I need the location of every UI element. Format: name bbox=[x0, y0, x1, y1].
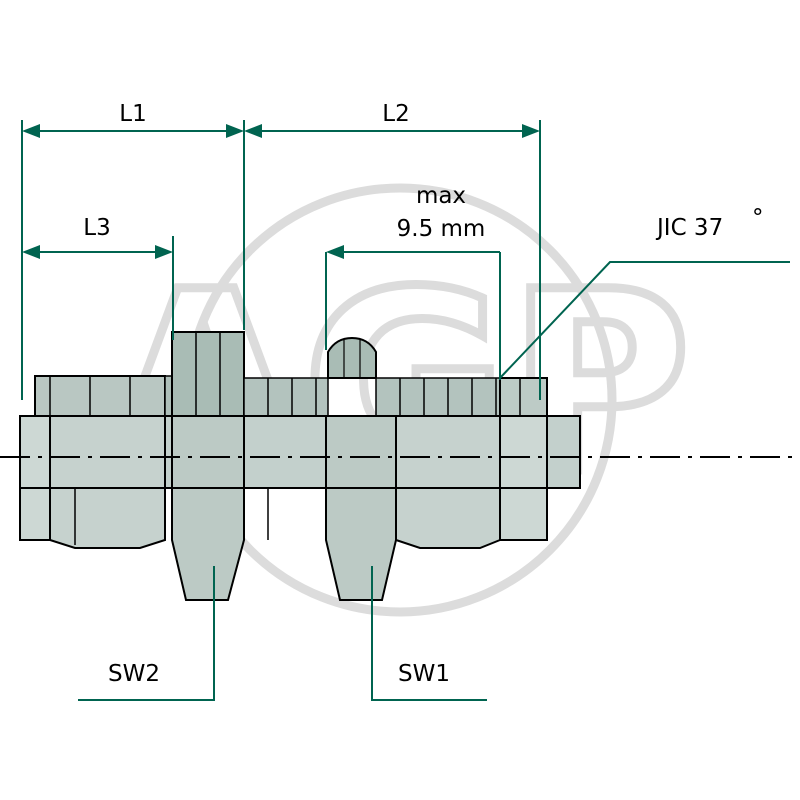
dimension-lines bbox=[21, 120, 541, 400]
label-l1: L1 bbox=[119, 101, 146, 127]
label-sw1: SW1 bbox=[398, 661, 450, 687]
label-max-line2: 9.5 mm bbox=[397, 216, 486, 242]
fitting-assembly bbox=[0, 331, 800, 601]
label-l2: L2 bbox=[382, 101, 409, 127]
label-jic-degree-icon: ° bbox=[752, 205, 764, 231]
label-sw2: SW2 bbox=[108, 661, 160, 687]
label-l3: L3 bbox=[83, 215, 110, 241]
label-max-line1: max bbox=[416, 183, 466, 209]
leader-lines bbox=[78, 261, 790, 701]
label-jic: JIC 37 bbox=[655, 215, 723, 241]
